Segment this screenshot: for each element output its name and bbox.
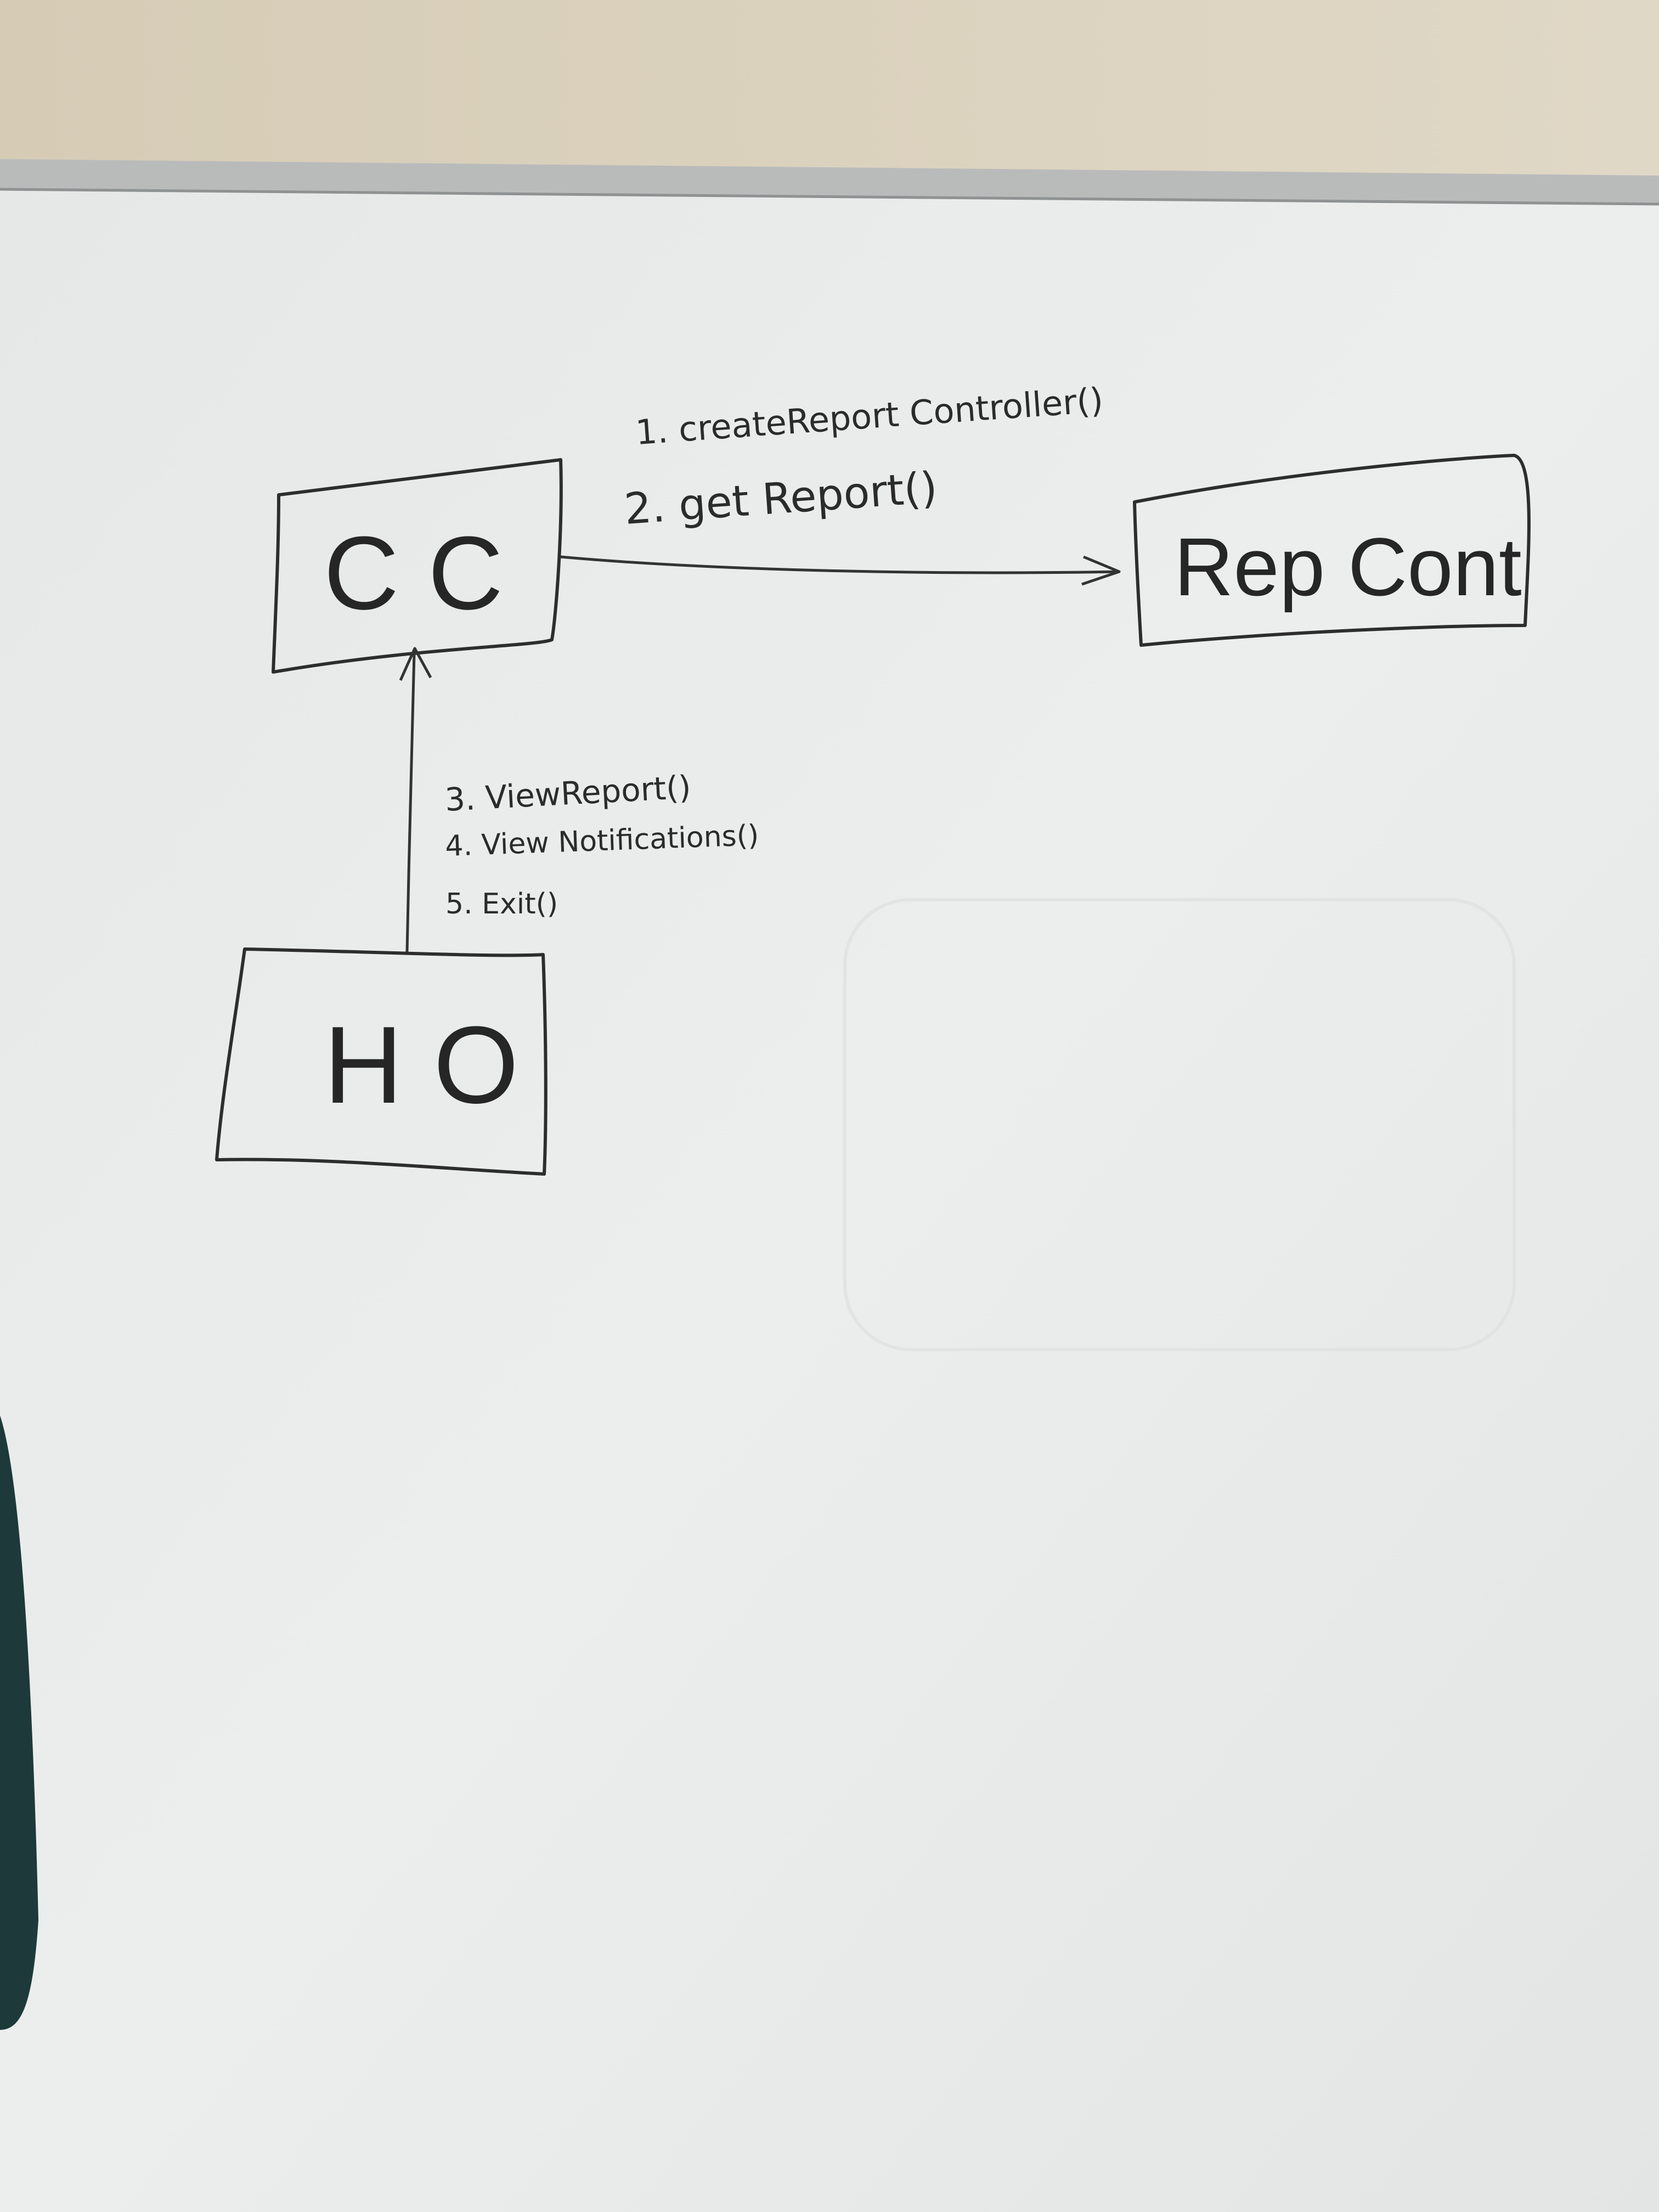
arrow-line <box>405 652 416 952</box>
node-rep-cont: Rep Cont <box>1133 454 1531 647</box>
whiteboard-surface <box>0 189 1659 2212</box>
frame-shadow-line <box>0 188 1659 206</box>
arrowhead-icon <box>399 647 432 681</box>
wall <box>0 0 1659 181</box>
node-cc: C C <box>272 458 563 674</box>
node-cc-label: C C <box>324 515 503 631</box>
person-sleeve <box>0 1415 38 2030</box>
ghost-mark <box>843 898 1516 1351</box>
node-rep-cont-label: Rep Cont <box>1174 521 1522 613</box>
edge-cc-to-rep-cont <box>560 555 1121 586</box>
node-ho-label: H O <box>324 1004 519 1126</box>
node-ho-border <box>215 947 548 1176</box>
arrowhead-icon <box>1081 555 1121 586</box>
node-cc-border <box>272 458 563 674</box>
message-5: 5. Exit() <box>445 888 558 921</box>
edge-ho-to-cc <box>399 647 432 952</box>
arrow-line <box>560 555 1119 574</box>
node-ho: H O <box>215 947 548 1176</box>
node-rep-cont-border <box>1133 454 1531 647</box>
